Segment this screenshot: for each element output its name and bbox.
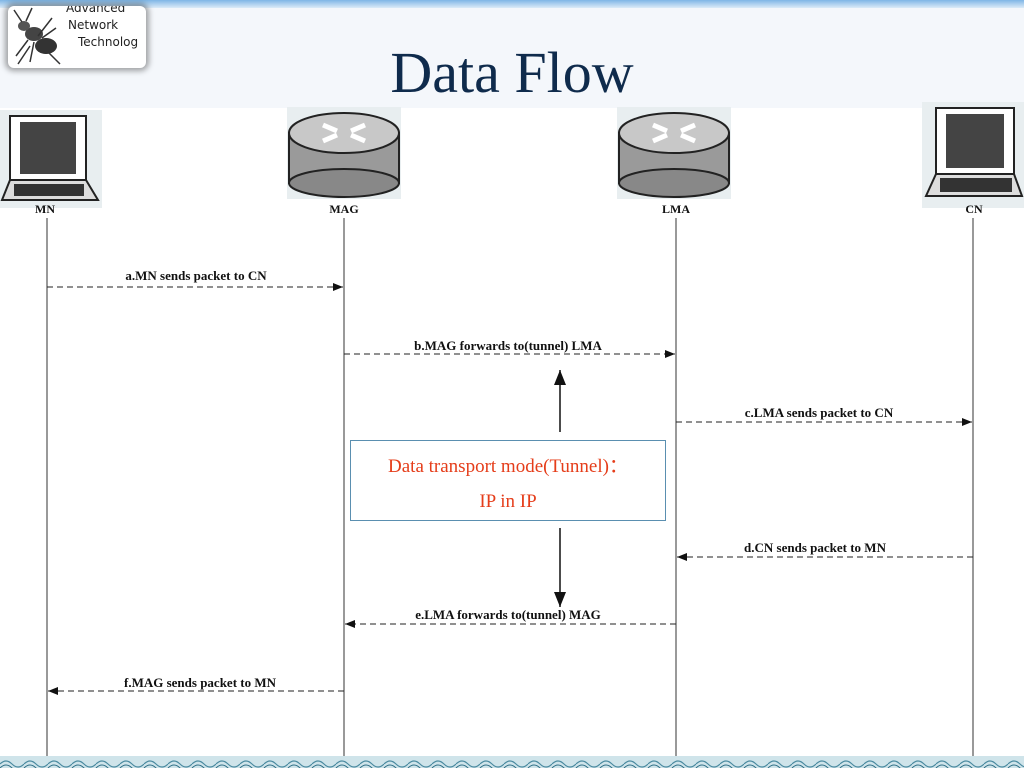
- laptop-icon-cn: [922, 102, 1024, 208]
- top-accent-bar: [0, 0, 1024, 8]
- message-d-label: d.CN sends packet to MN: [744, 540, 886, 555]
- message-f-label: f.MAG sends packet to MN: [123, 675, 277, 690]
- footer-decoration: [0, 756, 1024, 768]
- router-icon-mag: [287, 107, 401, 199]
- tunnel-note-box: Data transport mode(Tunnel)： IP in IP: [350, 440, 666, 521]
- laptop-icon-mn: [0, 110, 102, 208]
- node-label-lma: LMA: [662, 202, 690, 216]
- node-label-cn: CN: [965, 202, 983, 216]
- message-e-label: e.LMA forwards to(tunnel) MAG: [415, 607, 601, 622]
- logo-text: Advanced Network Technolog: [66, 6, 138, 51]
- node-label-mn: MN: [35, 202, 55, 216]
- logo-line-2: Network: [68, 18, 119, 32]
- logo: Advanced Network Technolog: [8, 6, 146, 68]
- message-b-label: b.MAG forwards to(tunnel) LMA: [414, 338, 602, 353]
- message-a-label: a.MN sends packet to CN: [125, 268, 267, 283]
- note-line-1: Data transport mode(Tunnel)：: [388, 456, 628, 477]
- page-title: Data Flow: [390, 40, 634, 105]
- logo-line-1: Advanced: [66, 6, 126, 15]
- logo-line-3: Technolog: [78, 35, 139, 49]
- message-c-label: c.LMA sends packet to CN: [744, 405, 894, 420]
- header-band: [0, 8, 1024, 108]
- node-label-mag: MAG: [329, 202, 359, 216]
- ant-logo-icon: [13, 7, 61, 65]
- router-icon-lma: [617, 107, 731, 199]
- note-line-2: IP in IP: [479, 491, 537, 512]
